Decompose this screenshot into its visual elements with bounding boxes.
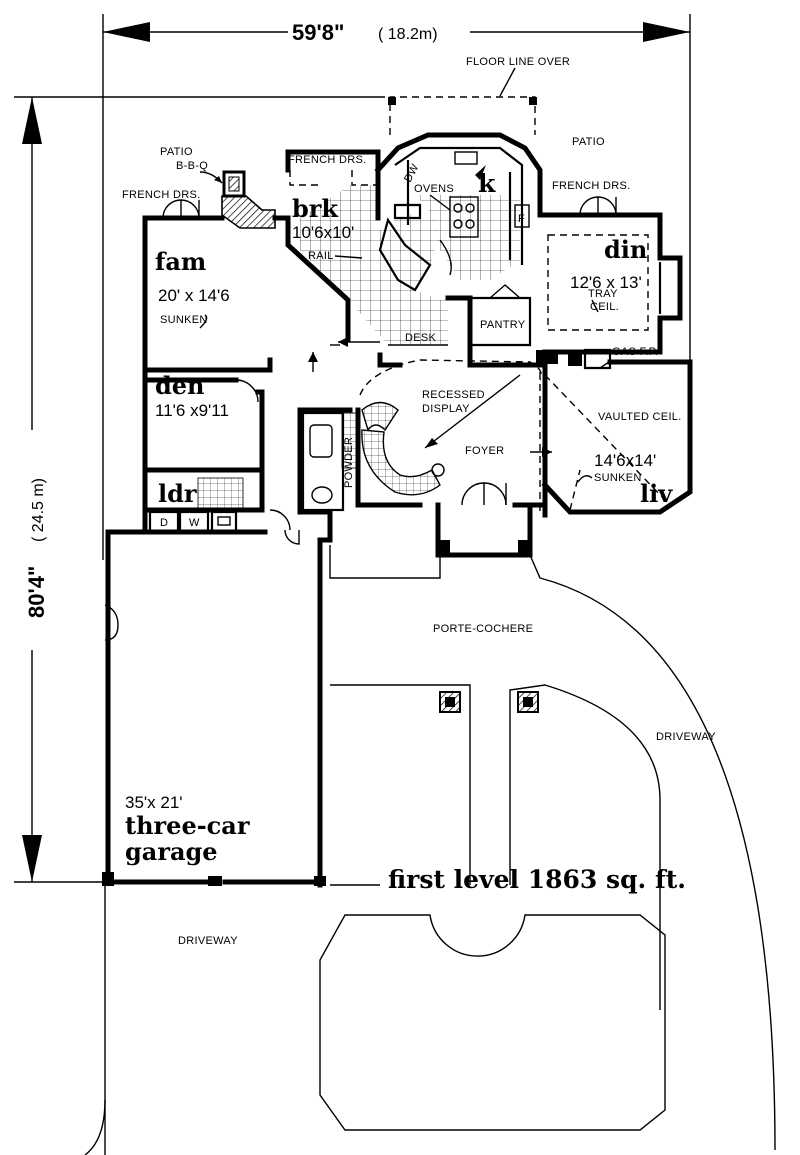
interior-doors[interactable] [104,379,300,641]
flow-arrows [199,299,599,457]
room-brk: brk 10'6x10' [292,194,354,242]
floor-line-over: FLOOR LINE OVER [388,56,570,135]
dw-label: DW [402,162,422,185]
garage-name-line1: three-car [125,811,250,840]
room-din: din 12'6 x 13' [570,235,647,292]
windows [143,134,692,460]
dining-tray-ceiling: TRAY CEIL. [547,234,649,331]
fam-size: 20' x 14'6 [158,286,230,305]
floor-line-over-label: FLOOR LINE OVER [466,56,570,68]
width-metric: ( 18.2m) [378,26,438,43]
kitchen-counters [378,146,530,292]
french-doors-fam[interactable]: FRENCH DRS. [122,189,200,219]
french-doors-din[interactable]: FRENCH DRS. [552,180,630,216]
porte-cochere [84,545,776,1155]
driveway-left-label: DRIVEWAY [178,935,238,947]
french-doors-fam-label: FRENCH DRS. [122,189,200,201]
fridge-label: F [518,213,525,225]
k-name: k [478,169,496,198]
washer-label: W [189,517,200,529]
din-name: din [604,235,647,264]
level-title: first level 1863 sq. ft. [388,865,686,894]
vaulted-ceil-label: VAULTED CEIL. [598,411,682,423]
brk-name: brk [292,194,339,223]
room-den: den 11'6 x9'11 [155,371,229,420]
french-doors-brk-label: FRENCH DRS. [288,154,366,166]
gas-fp-label: GAS F.P. [612,346,658,358]
depth-metric: ( 24.5 m) [30,478,47,542]
porte-cochere-label: PORTE-COCHERE [433,623,533,635]
ovens-label: OVENS [414,183,454,195]
brk-size: 10'6x10' [292,223,354,242]
garage-size: 35'x 21' [125,793,183,812]
patio-left-label: PATIO [160,146,193,158]
french-doors-din-label: FRENCH DRS. [552,180,630,192]
width-main: 59'8" [292,20,344,45]
staircase [330,344,445,496]
desk-label: DESK [405,332,437,344]
front-doors[interactable] [440,482,528,554]
room-liv: 14'6x14' SUNKEN liv [577,451,673,508]
sunken-fam-label: SUNKEN [160,314,208,326]
recessed-label: RECESSED [422,389,485,401]
powder-label: POWDER [343,437,355,488]
liv-size: 14'6x14' [594,451,656,470]
den-size: 11'6 x9'11 [155,401,229,420]
bbq-icon [199,170,276,229]
room-foyer: FOYER [465,445,504,457]
display-label: DISPLAY [422,403,470,415]
room-garage: 35'x 21' three-car garage [125,793,250,866]
sunken-liv-label: SUNKEN [594,472,642,484]
foyer-label: FOYER [465,445,504,457]
overall-depth-dimension: 80'4" ( 24.5 m) [14,96,385,883]
room-ldr: ldr [158,479,197,508]
garage-name-line2: garage [125,837,218,866]
recessed-display: RECESSED DISPLAY [359,359,542,515]
patio-right-label: PATIO [572,136,605,148]
ceil-label: CEIL. [590,301,619,313]
dryer-label: D [160,517,168,529]
powder-room: POWDER [301,411,357,512]
overall-width-dimension: 59'8" ( 18.2m) [102,14,691,560]
rail-label: RAIL [308,250,334,262]
depth-main: 80'4" [24,566,49,618]
fam-name: fam [155,247,206,276]
den-name: den [155,371,205,400]
pantry: PANTRY [472,284,532,347]
vaulted-ceiling-lines: VAULTED CEIL. [544,374,682,511]
bbq-label: B-B-Q [176,160,208,172]
garage [102,509,333,888]
french-doors-brk[interactable]: FRENCH DRS. [288,154,378,186]
tray-label: TRAY [588,288,618,300]
ldr-name: ldr [158,479,197,508]
pantry-label: PANTRY [480,319,526,331]
liv-name: liv [640,479,673,508]
driveway-right-label: DRIVEWAY [656,731,716,743]
room-fam: fam 20' x 14'6 SUNKEN [155,247,230,326]
room-k: k [478,169,496,198]
din-size: 12'6 x 13' [570,273,642,292]
fireplace-icon: GAS F.P. [536,346,658,370]
